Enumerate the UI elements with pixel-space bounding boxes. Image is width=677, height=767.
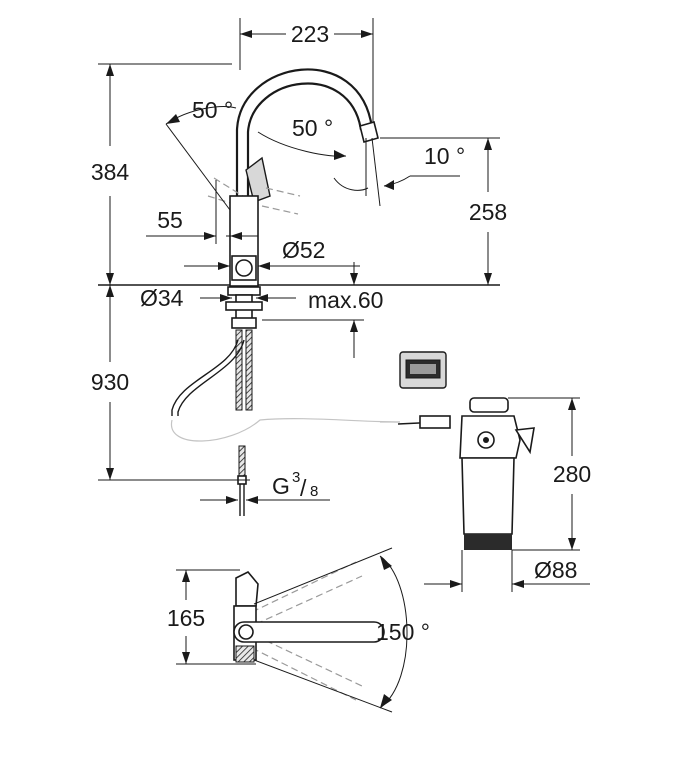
counter-thickness-dimension: max.60 bbox=[262, 262, 383, 358]
plan-swivel-dimension: 150 ° bbox=[253, 547, 430, 713]
swivel-angle-right-label: 50 ° bbox=[292, 115, 333, 141]
hose-length-dimension: 930 bbox=[91, 285, 250, 481]
lever-offset-dimension: 55 bbox=[146, 180, 258, 244]
body-diameter-dimension: Ø52 bbox=[184, 237, 360, 270]
connection-thread-label: G bbox=[272, 473, 290, 499]
filter-diameter-label: Ø88 bbox=[534, 557, 577, 583]
plan-swivel-label: 150 ° bbox=[376, 619, 430, 645]
swivel-angle-left-label: 50 ° bbox=[192, 97, 233, 123]
connection-thread-dimension: G 3 / 8 bbox=[200, 469, 330, 504]
faucet-elevation bbox=[171, 68, 401, 516]
hole-diameter-dimension: Ø34 bbox=[140, 285, 296, 311]
plan-depth-label: 165 bbox=[167, 605, 205, 631]
connection-thread-denominator: 8 bbox=[310, 483, 318, 500]
swivel-angle-right: 50 ° bbox=[257, 115, 347, 160]
hole-diameter-label: Ø34 bbox=[140, 285, 184, 311]
plan-depth-dimension: 165 bbox=[167, 569, 256, 665]
connection-thread-numerator: 3 bbox=[292, 469, 300, 486]
swivel-angle-left: 50 ° bbox=[165, 97, 237, 211]
filter-height-dimension: 280 bbox=[508, 397, 591, 551]
svg-text:/: / bbox=[300, 475, 307, 501]
outlet-height-dimension: 258 bbox=[380, 137, 507, 285]
filter-diameter-dimension: Ø88 bbox=[424, 550, 590, 592]
total-height-dimension: 384 bbox=[91, 63, 232, 285]
filter-unit bbox=[380, 351, 535, 550]
spout-reach-dimension: 223 bbox=[239, 18, 374, 122]
outlet-tilt-label: 10 ° bbox=[424, 143, 465, 169]
lever-offset-label: 55 bbox=[157, 207, 183, 233]
total-height-label: 384 bbox=[91, 159, 130, 185]
outlet-height-label: 258 bbox=[469, 199, 507, 225]
spout-reach-label: 223 bbox=[291, 21, 329, 47]
faucet-plan-view bbox=[233, 561, 385, 701]
counter-thickness-label: max.60 bbox=[308, 287, 383, 313]
hose-length-label: 930 bbox=[91, 369, 129, 395]
body-diameter-label: Ø52 bbox=[282, 237, 325, 263]
filter-height-label: 280 bbox=[553, 461, 591, 487]
outlet-tilt-dimension: 10 ° bbox=[333, 137, 465, 207]
